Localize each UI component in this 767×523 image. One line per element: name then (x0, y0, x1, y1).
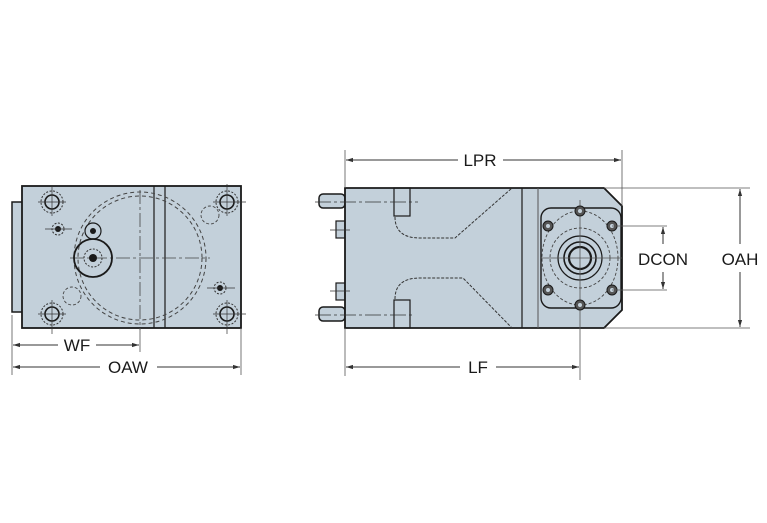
dowel-hole-icon (45, 222, 72, 236)
dowel-hole-icon (207, 281, 235, 295)
dim-label-oaw: OAW (108, 358, 148, 377)
screw-icon (542, 220, 554, 232)
screw-icon (542, 284, 554, 296)
dim-label-dcon: DCON (638, 250, 688, 269)
screw-icon (574, 299, 586, 311)
dimension-dcon: DCON (612, 225, 688, 291)
side-view (315, 187, 623, 380)
dimension-oah: OAH (604, 187, 759, 329)
end-view (11, 184, 246, 334)
spindle-icon (73, 238, 113, 278)
dim-label-lf: LF (468, 358, 488, 377)
bolt-hole-icon (38, 300, 66, 334)
dimension-lpr: LPR (344, 150, 623, 206)
dim-label-oah: OAH (722, 250, 759, 269)
bolt-hole-icon (213, 184, 246, 216)
dimension-oaw: OAW (13, 328, 242, 377)
screw-icon (574, 205, 586, 217)
bolt-hole-icon (38, 186, 66, 216)
dim-label-lpr: LPR (463, 151, 496, 170)
dim-label-wf: WF (64, 336, 90, 355)
dimension-lf: LF (344, 328, 579, 377)
bolt-hole-icon (213, 300, 246, 334)
dimension-wf: WF (11, 315, 141, 375)
